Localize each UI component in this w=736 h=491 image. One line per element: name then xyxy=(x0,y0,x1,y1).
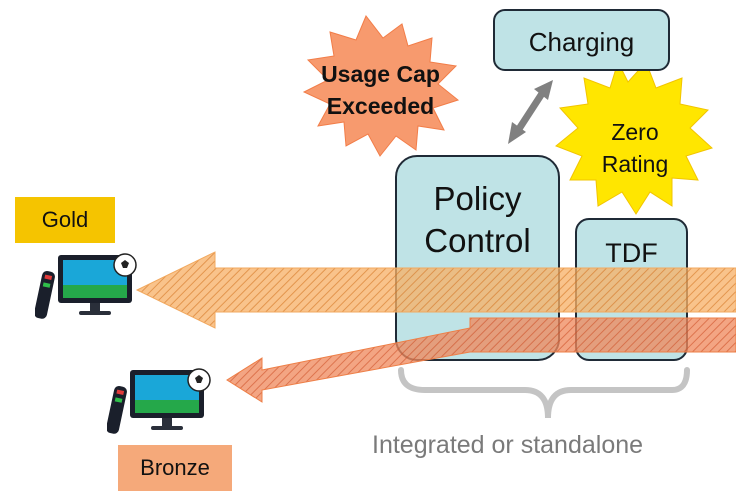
integration-caption: Integrated or standalone xyxy=(372,431,644,459)
usage-cap-label: Usage Cap Exceeded xyxy=(321,61,440,119)
charging-box xyxy=(493,9,670,71)
policy-control-label: Policy Control xyxy=(424,180,531,259)
soccer-ball-icon xyxy=(187,368,211,392)
double-arrow-icon xyxy=(508,80,553,144)
soccer-ball-icon xyxy=(113,253,137,277)
zero-rating-burst xyxy=(555,60,713,215)
charging-label: Charging xyxy=(528,27,635,57)
gold-badge: Gold xyxy=(15,197,115,243)
usage-cap-burst xyxy=(302,15,460,157)
bronze-flow-arrow xyxy=(226,317,736,403)
tv-with-remote-icon xyxy=(107,370,204,434)
gold-flow-arrow xyxy=(135,251,736,329)
zero-rating-label: Zero Rating xyxy=(601,119,669,177)
bronze-badge: Bronze xyxy=(118,445,232,491)
brace-icon xyxy=(398,367,690,419)
tdf-label: TDF xyxy=(605,238,658,268)
